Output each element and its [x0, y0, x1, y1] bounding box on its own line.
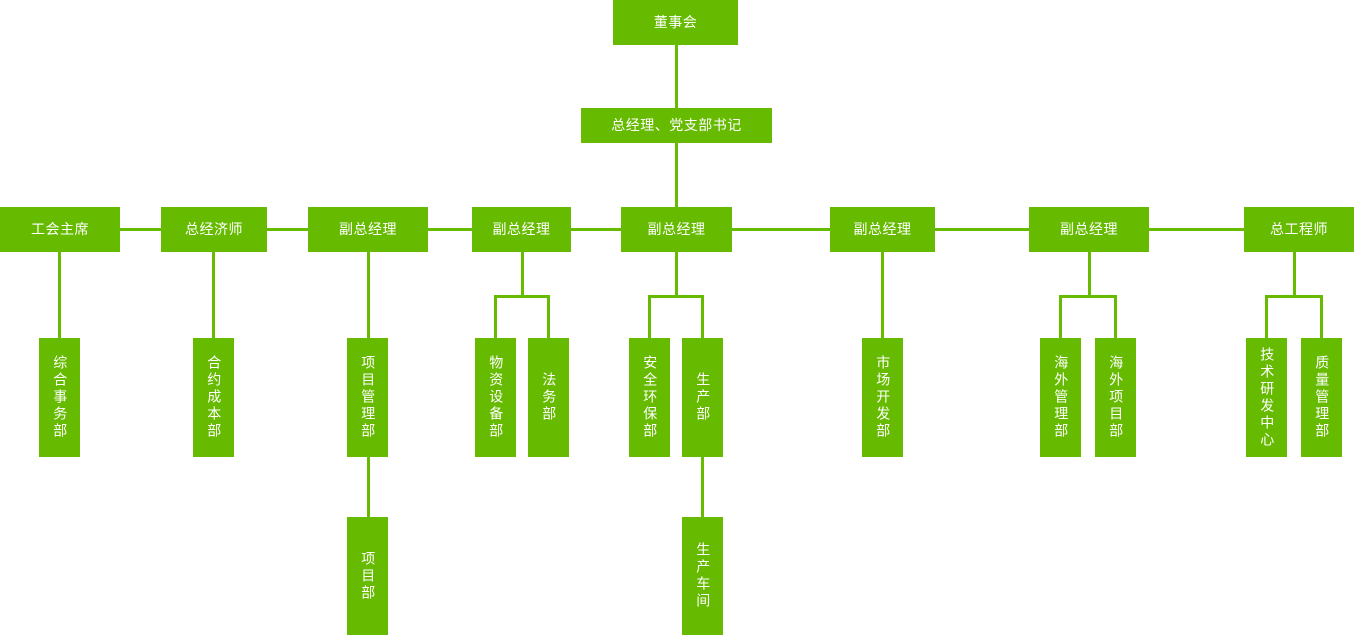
edge-dgm3-to-safety-env	[648, 295, 651, 338]
node-chief-engineer-label: 总工程师	[1270, 220, 1328, 237]
edge-level3-link-4	[571, 228, 621, 231]
edge-board-to-gm	[675, 45, 678, 109]
edge-chief-engineer-to-quality-mgmt	[1320, 295, 1323, 338]
node-board[interactable]: 董事会	[613, 0, 738, 45]
node-deputy-gm-1-label: 副总经理	[339, 220, 397, 237]
node-legal-dept-label: 法务部	[541, 372, 558, 423]
edge-chief-economist-to-contract-cost	[212, 252, 215, 338]
edge-production-to-workshop	[701, 457, 704, 517]
edge-dgm2-drop	[521, 252, 524, 298]
node-project-dept[interactable]: 项目部	[347, 517, 388, 635]
node-quality-mgmt-dept-label: 质量管理部	[1314, 355, 1331, 440]
node-general-affairs-dept[interactable]: 综合事务部	[39, 338, 80, 457]
node-deputy-gm-3-label: 副总经理	[647, 220, 706, 237]
edge-dgm3-drop	[675, 252, 678, 298]
node-production-workshop[interactable]: 生产车间	[682, 517, 723, 635]
node-chief-engineer[interactable]: 总工程师	[1244, 207, 1354, 252]
node-chief-economist[interactable]: 总经济师	[161, 207, 267, 252]
node-market-dev-dept[interactable]: 市场开发部	[862, 338, 903, 457]
node-general-manager[interactable]: 总经理、党支部书记	[581, 108, 772, 143]
node-union-chair-label: 工会主席	[31, 220, 89, 237]
edge-level3-link-6	[935, 228, 1029, 231]
node-production-workshop-label: 生产车间	[695, 542, 712, 610]
node-deputy-gm-4-label: 副总经理	[853, 220, 912, 237]
node-materials-equipment-dept-label: 物资设备部	[488, 355, 505, 440]
edge-dgm2-to-legal	[547, 295, 550, 338]
node-tech-rnd-center-label: 技术研发中心	[1259, 346, 1276, 449]
node-contract-cost-dept[interactable]: 合约成本部	[193, 338, 234, 457]
edge-level3-link-1	[120, 228, 161, 231]
node-deputy-gm-5-label: 副总经理	[1060, 220, 1118, 237]
node-contract-cost-dept-label: 合约成本部	[206, 355, 223, 440]
node-deputy-gm-1[interactable]: 副总经理	[308, 207, 428, 252]
edge-union-chair-to-general-affairs	[58, 252, 61, 338]
edge-level3-link-7	[1149, 228, 1244, 231]
node-safety-env-dept-label: 安全环保部	[642, 355, 659, 440]
edge-chief-engineer-to-tech-rnd	[1265, 295, 1268, 338]
node-deputy-gm-2-label: 副总经理	[492, 220, 551, 237]
node-general-manager-label: 总经理、党支部书记	[611, 116, 742, 133]
edge-level3-link-2	[267, 228, 308, 231]
edge-dgm4-to-market-dev	[881, 252, 884, 338]
node-project-mgmt-dept[interactable]: 项目管理部	[347, 338, 388, 457]
node-legal-dept[interactable]: 法务部	[528, 338, 569, 457]
node-market-dev-dept-label: 市场开发部	[875, 355, 892, 440]
node-union-chair[interactable]: 工会主席	[0, 207, 120, 252]
node-project-dept-label: 项目部	[360, 550, 377, 602]
node-deputy-gm-5[interactable]: 副总经理	[1029, 207, 1149, 252]
node-deputy-gm-3[interactable]: 副总经理	[621, 207, 732, 252]
node-deputy-gm-2[interactable]: 副总经理	[472, 207, 571, 252]
edge-chief-engineer-drop	[1293, 252, 1296, 298]
node-overseas-mgmt-dept[interactable]: 海外管理部	[1040, 338, 1081, 457]
node-overseas-project-dept-label: 海外项目部	[1108, 355, 1125, 440]
edge-dgm5-bus	[1059, 295, 1117, 298]
edge-dgm5-drop	[1088, 252, 1091, 298]
node-project-mgmt-dept-label: 项目管理部	[360, 355, 377, 440]
edge-level3-link-3	[428, 228, 472, 231]
node-general-affairs-dept-label: 综合事务部	[52, 355, 69, 440]
node-production-dept-label: 生产部	[695, 372, 712, 423]
edge-dgm3-bus	[648, 295, 704, 298]
edge-dgm3-to-production	[701, 295, 704, 338]
node-deputy-gm-4[interactable]: 副总经理	[830, 207, 935, 252]
edge-dgm5-to-overseas-project	[1114, 295, 1117, 338]
node-chief-economist-label: 总经济师	[185, 220, 243, 237]
node-materials-equipment-dept[interactable]: 物资设备部	[475, 338, 516, 457]
node-quality-mgmt-dept[interactable]: 质量管理部	[1301, 338, 1342, 457]
node-tech-rnd-center[interactable]: 技术研发中心	[1246, 338, 1287, 457]
edge-chief-engineer-bus	[1265, 295, 1323, 298]
edge-gm-to-level3	[675, 142, 678, 207]
edge-dgm1-to-project-mgmt	[367, 252, 370, 338]
node-production-dept[interactable]: 生产部	[682, 338, 723, 457]
edge-level3-link-5	[732, 228, 830, 231]
edge-dgm2-bus	[494, 295, 550, 298]
node-overseas-project-dept[interactable]: 海外项目部	[1095, 338, 1136, 457]
edge-dgm5-to-overseas-mgmt	[1059, 295, 1062, 338]
node-board-label: 董事会	[653, 13, 698, 30]
node-overseas-mgmt-dept-label: 海外管理部	[1053, 355, 1070, 440]
edge-project-mgmt-to-project-dept	[367, 457, 370, 517]
node-safety-env-dept[interactable]: 安全环保部	[629, 338, 670, 457]
edge-dgm2-to-materials-equipment	[494, 295, 497, 338]
